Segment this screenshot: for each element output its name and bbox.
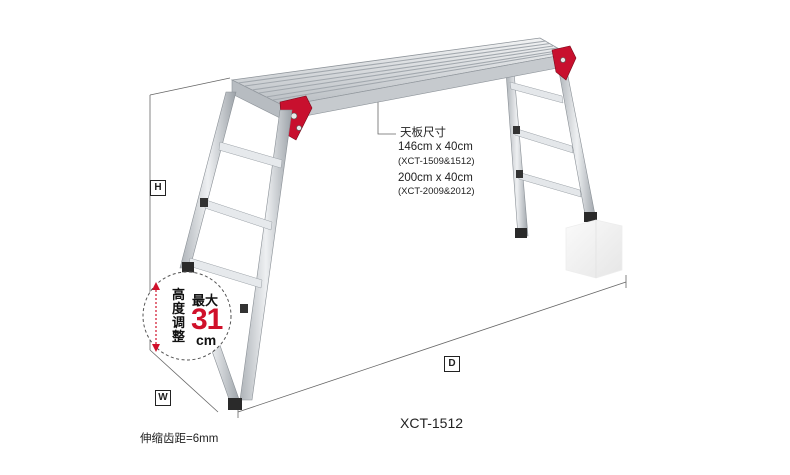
back-leg-right bbox=[557, 65, 597, 221]
deck-slats bbox=[237, 40, 564, 101]
front-foot bbox=[228, 398, 242, 410]
front-leg-frame bbox=[179, 91, 293, 410]
badge-max-label: 最大 bbox=[192, 293, 219, 308]
back-rung-1 bbox=[509, 81, 564, 104]
back-rung-3 bbox=[517, 171, 582, 198]
back-foot-left bbox=[515, 228, 527, 238]
width-label: W bbox=[155, 390, 171, 406]
badge-unit: cm bbox=[196, 332, 217, 348]
model-name: XCT-1512 bbox=[400, 415, 464, 431]
reference-box bbox=[565, 219, 623, 279]
back-foot-right bbox=[584, 212, 597, 222]
spec-size-1: 146cm x 40cm bbox=[398, 141, 473, 153]
height-adjust-badge-graphic bbox=[142, 271, 232, 361]
back-clip-1 bbox=[513, 126, 520, 134]
front-clip-1 bbox=[200, 198, 208, 207]
spec-models-2: (XCT-2009&2012) bbox=[398, 186, 475, 197]
spec-models-1: (XCT-1509&1512) bbox=[398, 156, 475, 167]
back-bracket bbox=[551, 45, 577, 81]
back-leg-frame bbox=[505, 65, 597, 238]
front-leg-right bbox=[239, 109, 293, 401]
back-leg-left bbox=[505, 71, 529, 237]
spec-title: 天板尺寸 bbox=[400, 127, 446, 139]
front-clip-2 bbox=[240, 304, 248, 313]
adjust-note: 伸缩齿距=6mm bbox=[140, 433, 219, 445]
spec-size-2: 200cm x 40cm bbox=[398, 172, 473, 184]
back-rung-2 bbox=[513, 127, 574, 154]
front-rung-1 bbox=[218, 141, 283, 169]
front-leg-left-upper bbox=[179, 91, 237, 269]
width-dim-line bbox=[149, 349, 219, 413]
height-label: H bbox=[150, 180, 166, 196]
height-top-tick bbox=[149, 77, 231, 96]
badge-value: 31 bbox=[191, 303, 223, 336]
front-rung-2 bbox=[204, 199, 273, 231]
back-clip-2 bbox=[516, 170, 523, 178]
badge-vertical-text: 高 度 调 整 bbox=[172, 287, 186, 344]
depth-label: D bbox=[444, 356, 460, 372]
depth-dim-line bbox=[237, 281, 627, 413]
